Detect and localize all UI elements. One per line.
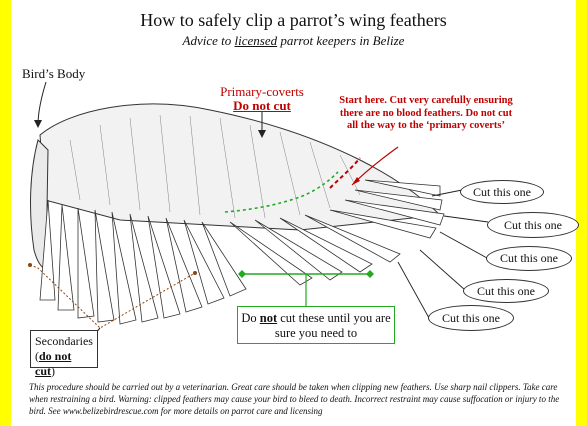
bracket-dot-right xyxy=(193,271,197,275)
cut-this-one-2: Cut this one xyxy=(487,212,579,238)
birds-body-label: Bird’s Body xyxy=(22,66,85,82)
range-marker-right xyxy=(366,270,374,278)
birds-body-arrowhead xyxy=(34,120,42,128)
cut-this-one-1: Cut this one xyxy=(460,180,544,204)
range-marker-left xyxy=(238,270,246,278)
cut-this-one-4: Cut this one xyxy=(463,279,549,303)
dnc-post: cut these until you are sure you need to xyxy=(275,311,391,340)
bracket-dot-left xyxy=(28,263,32,267)
do-not-cut-box: Do not cut these until you are sure you … xyxy=(237,306,395,344)
secondaries-box: Secondaries(do not cut) xyxy=(30,330,98,368)
start-here-note: Start here. Cut very carefully ensuring … xyxy=(336,95,516,133)
footer-disclaimer: This procedure should be carried out by … xyxy=(29,381,569,417)
dnc-pre: Do xyxy=(241,311,259,325)
secondaries-title: Secondaries xyxy=(35,334,93,349)
primary-coverts-warning: Do not cut xyxy=(212,98,312,114)
birds-body-arrow xyxy=(38,82,46,125)
cut-this-one-5: Cut this one xyxy=(428,305,514,331)
cut-this-one-3: Cut this one xyxy=(486,246,572,271)
secondaries-warning: do not cut xyxy=(35,349,71,378)
dnc-bold: not xyxy=(260,311,277,325)
secondaries-warning-line: (do not cut) xyxy=(35,349,93,379)
